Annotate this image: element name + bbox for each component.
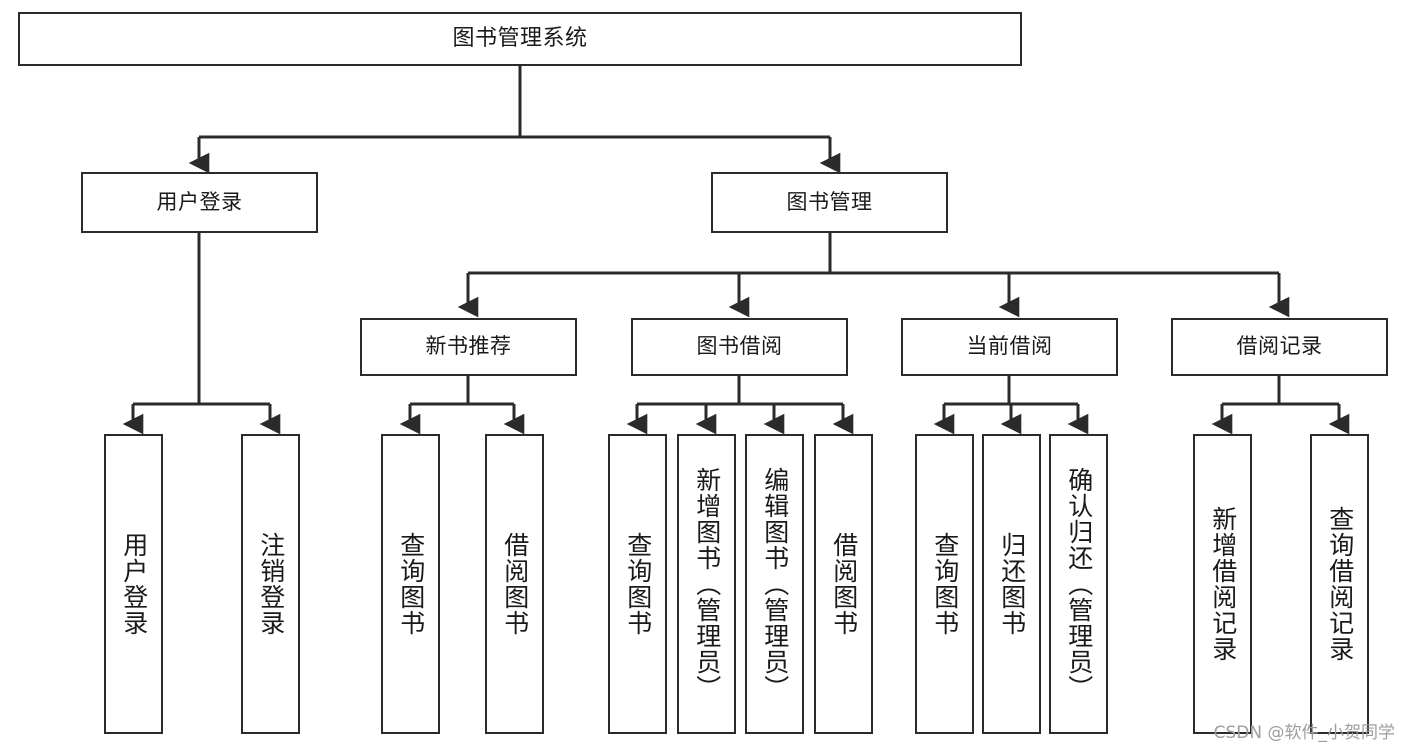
node-leaf-br-query-record-label: 查询借阅记录: [1325, 506, 1355, 662]
node-book-borrow[interactable]: 图书借阅: [631, 318, 848, 376]
node-leaf-nbr-query-book[interactable]: 查询图书: [381, 434, 440, 734]
node-current-borrow[interactable]: 当前借阅: [901, 318, 1118, 376]
node-new-book-recommend[interactable]: 新书推荐: [360, 318, 577, 376]
node-leaf-user-logout-label: 注销登录: [256, 532, 286, 636]
node-leaf-br-add-record-label: 新增借阅记录: [1208, 506, 1238, 662]
node-leaf-cb-query-book-label: 查询图书: [930, 532, 960, 636]
csdn-watermark: CSDN @软件_小贺同学: [1213, 723, 1395, 743]
node-leaf-cb-confirm-return[interactable]: 确认归还（管理员）: [1049, 434, 1108, 734]
node-root-label: 图书管理系统: [452, 25, 588, 51]
node-leaf-bb-add-book-label: 新增图书（管理员）: [692, 467, 722, 701]
node-leaf-bb-borrow-book[interactable]: 借阅图书: [814, 434, 873, 734]
node-user-login[interactable]: 用户登录: [81, 172, 318, 233]
node-book-manage[interactable]: 图书管理: [711, 172, 948, 233]
node-leaf-cb-query-book[interactable]: 查询图书: [915, 434, 974, 734]
node-leaf-cb-return-book[interactable]: 归还图书: [982, 434, 1041, 734]
node-leaf-bb-borrow-book-label: 借阅图书: [829, 532, 859, 636]
node-borrow-record-label: 借阅记录: [1236, 334, 1323, 359]
node-leaf-bb-add-book[interactable]: 新增图书（管理员）: [677, 434, 736, 734]
node-leaf-br-add-record[interactable]: 新增借阅记录: [1193, 434, 1252, 734]
node-leaf-user-logout[interactable]: 注销登录: [241, 434, 300, 734]
node-leaf-bb-query-book-label: 查询图书: [623, 532, 653, 636]
node-book-manage-label: 图书管理: [786, 189, 873, 214]
node-leaf-nbr-borrow-book-label: 借阅图书: [500, 532, 530, 636]
node-leaf-user-login[interactable]: 用户登录: [104, 434, 163, 734]
node-borrow-record[interactable]: 借阅记录: [1171, 318, 1388, 376]
node-current-borrow-label: 当前借阅: [966, 334, 1053, 359]
node-leaf-br-query-record[interactable]: 查询借阅记录: [1310, 434, 1369, 734]
node-leaf-nbr-borrow-book[interactable]: 借阅图书: [485, 434, 544, 734]
node-book-borrow-label: 图书借阅: [696, 334, 783, 359]
node-leaf-cb-return-book-label: 归还图书: [997, 532, 1027, 636]
node-leaf-bb-edit-book[interactable]: 编辑图书（管理员）: [745, 434, 804, 734]
node-leaf-user-login-label: 用户登录: [119, 532, 149, 636]
node-leaf-bb-edit-book-label: 编辑图书（管理员）: [760, 467, 790, 701]
node-leaf-bb-query-book[interactable]: 查询图书: [608, 434, 667, 734]
node-leaf-nbr-query-book-label: 查询图书: [396, 532, 426, 636]
node-root[interactable]: 图书管理系统: [18, 12, 1022, 66]
node-user-login-label: 用户登录: [156, 189, 243, 214]
node-new-book-recommend-label: 新书推荐: [425, 334, 512, 359]
node-leaf-cb-confirm-return-label: 确认归还（管理员）: [1064, 467, 1094, 701]
